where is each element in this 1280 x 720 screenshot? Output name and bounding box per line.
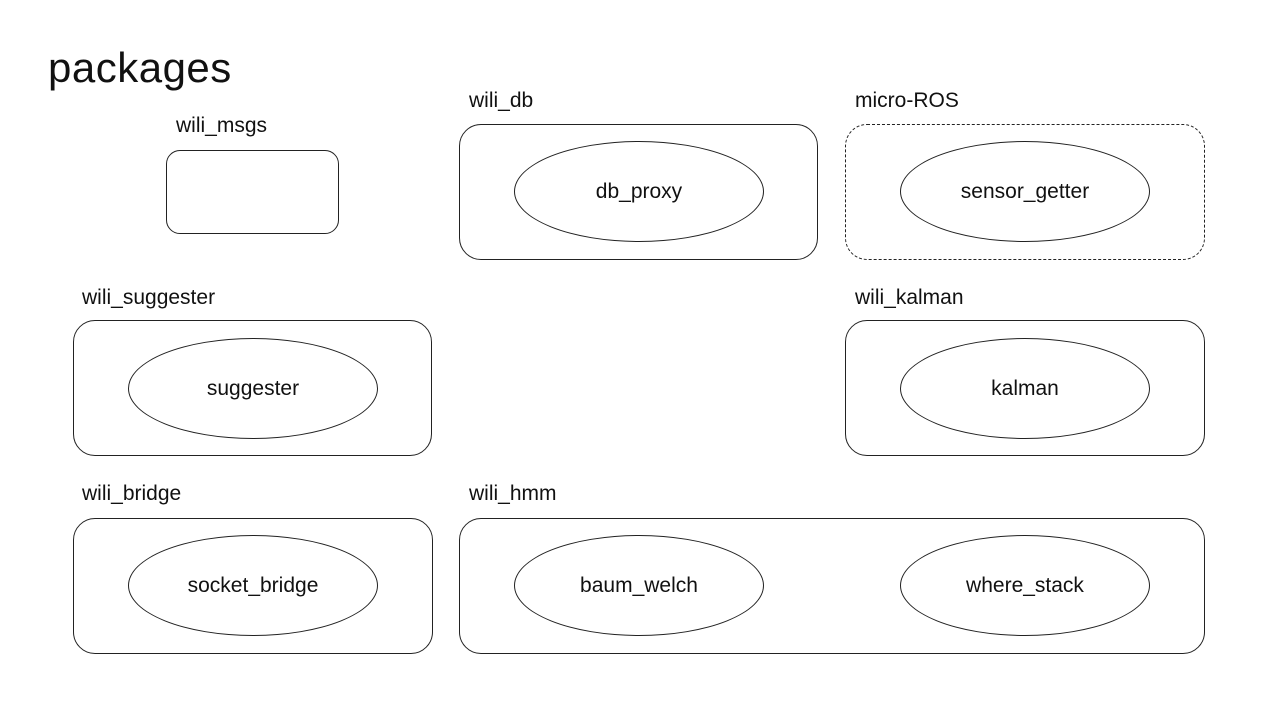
node-baum-welch: baum_welch <box>514 535 764 636</box>
package-label-wili-hmm: wili_hmm <box>469 482 557 505</box>
node-db-proxy: db_proxy <box>514 141 764 242</box>
package-label-wili-msgs: wili_msgs <box>176 114 268 137</box>
package-label-wili-suggester: wili_suggester <box>82 286 216 309</box>
node-sensor-getter: sensor_getter <box>900 141 1150 242</box>
node-where-stack: where_stack <box>900 535 1150 636</box>
package-label-wili-db: wili_db <box>469 89 534 112</box>
node-kalman: kalman <box>900 338 1150 439</box>
package-label-wili-bridge: wili_bridge <box>82 482 182 505</box>
node-suggester: suggester <box>128 338 378 439</box>
package-label-wili-kalman: wili_kalman <box>855 286 964 309</box>
package-label-micro-ros: micro-ROS <box>855 89 959 112</box>
node-socket-bridge: socket_bridge <box>128 535 378 636</box>
page-title: packages <box>48 44 232 91</box>
package-box-wili-msgs <box>166 150 339 234</box>
